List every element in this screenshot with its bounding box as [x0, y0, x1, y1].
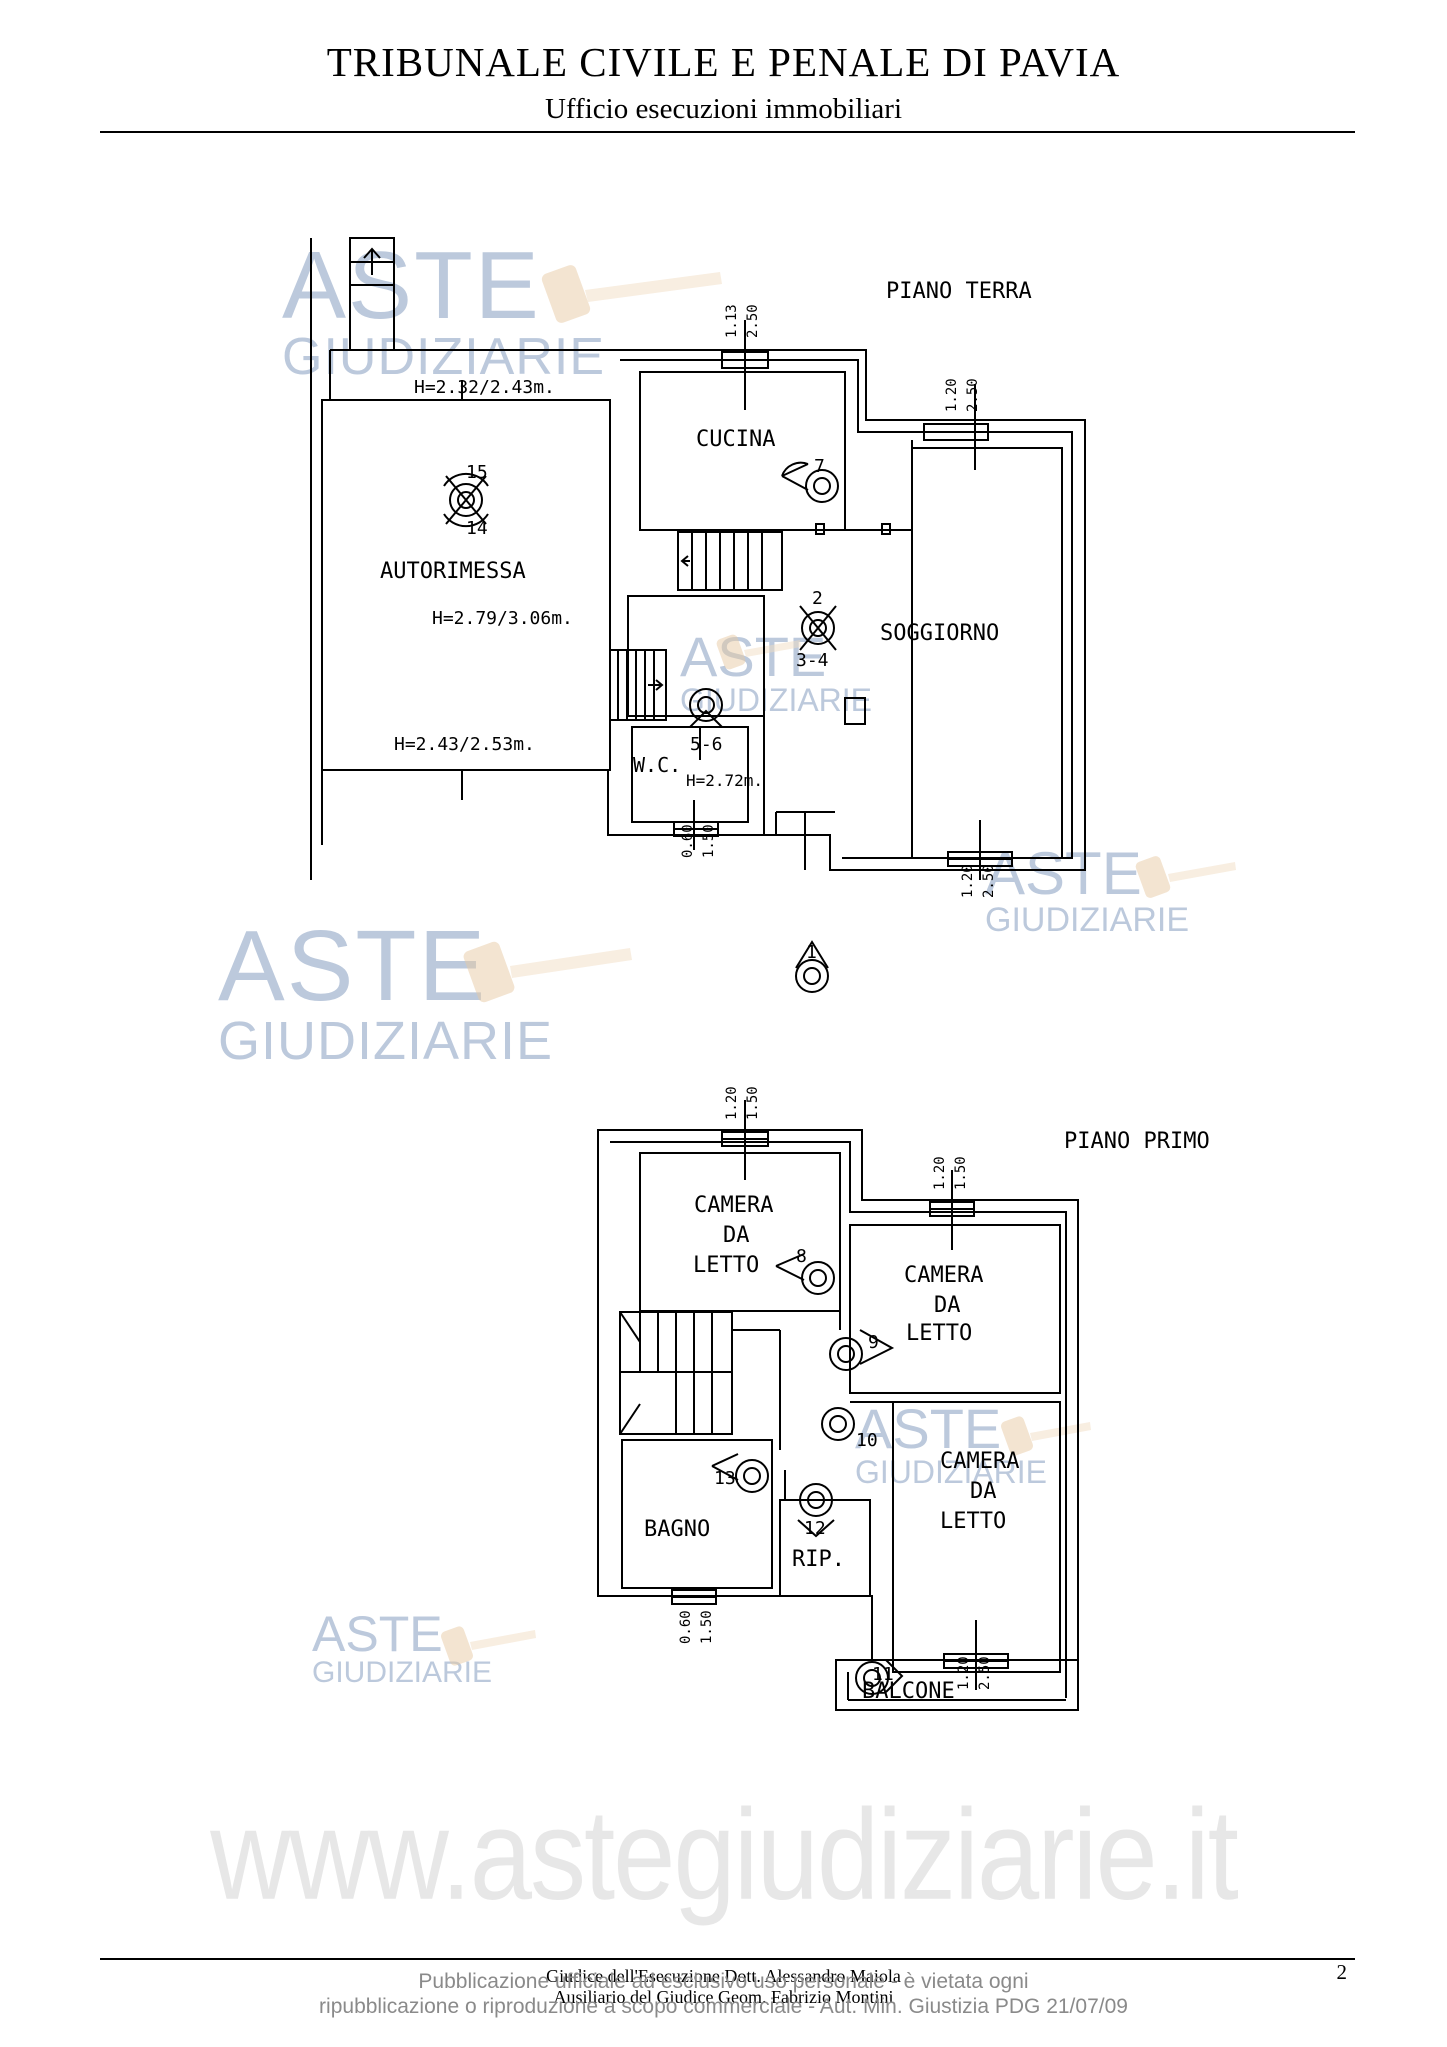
room-label-living: SOGGIORNO	[880, 621, 999, 646]
window-dim: 1.20	[944, 378, 960, 412]
watermark-brand-line1: ASTE	[282, 232, 541, 339]
photo-point-number: 10	[856, 1430, 878, 1451]
photo-point-number: 13	[714, 1468, 736, 1489]
room-label-wc: W.C.	[633, 753, 681, 777]
room-label-kitchen: CUCINA	[696, 427, 775, 452]
room-label-bedroom: CAMERA	[940, 1449, 1019, 1474]
photo-point-8	[775, 1253, 835, 1295]
height-note: H=2.32/2.43m.	[414, 377, 555, 398]
watermark-logo: ASTE GIUDIZIARIE	[282, 232, 606, 386]
photo-point-5-6	[689, 688, 723, 728]
room-label-bath: BAGNO	[644, 1517, 710, 1542]
watermark-brand-line2: GIUDIZIARIE	[282, 328, 606, 386]
ground-floor-photo-points	[443, 461, 839, 993]
page-number: 2	[1336, 1960, 1348, 1984]
room-label-bedroom: LETTO	[906, 1321, 972, 1346]
photo-point-number: 5-6	[690, 734, 723, 755]
room-label-balcony: BALCONE	[862, 1679, 955, 1704]
room-label-bedroom: DA	[934, 1293, 961, 1318]
watermark-brand-line1: ASTE	[218, 910, 488, 1022]
photo-point-7	[781, 461, 839, 503]
first-floor-labels: PIANO PRIMO CAMERA DA LETTO CAMERA DA LE…	[644, 1086, 1210, 1704]
room-label-bedroom: LETTO	[693, 1253, 759, 1278]
room-label-bedroom: DA	[970, 1479, 997, 1504]
footer-publication-notice: Pubblicazione ufficiale ad esclusivo uso…	[418, 1970, 1029, 1993]
height-note: H=2.79/3.06m.	[432, 608, 573, 629]
ground-floor-walls	[310, 237, 1086, 880]
ground-floor-label: PIANO TERRA	[886, 279, 1032, 304]
photo-point-2-3-4	[799, 605, 837, 651]
watermark-brand-line2: GIUDIZIARIE	[985, 901, 1190, 939]
window-dim: 0.60	[678, 1610, 694, 1644]
room-label-bedroom: LETTO	[940, 1509, 1006, 1534]
footer-rule	[100, 1958, 1355, 1960]
header-rule	[100, 131, 1355, 133]
watermark-logo: ASTE GIUDIZIARIE	[855, 1397, 1048, 1490]
document-title: TRIBUNALE CIVILE E PENALE DI PAVIA	[326, 39, 1121, 85]
window-dim: 1.50	[699, 1610, 715, 1644]
site-watermark: www.astegiudiziarie.it	[210, 1782, 1239, 1927]
window-dim: 1.20	[960, 864, 976, 898]
photo-point-number: 8	[796, 1246, 807, 1267]
photo-point-12	[797, 1483, 835, 1538]
photo-point-number: 2	[812, 588, 823, 609]
watermark-logo: ASTE GIUDIZIARIE	[985, 844, 1190, 939]
watermark-logo: ASTE GIUDIZIARIE	[312, 1606, 492, 1688]
window-dim: 2.50	[977, 1656, 993, 1690]
window-dim: 1.20	[956, 1656, 972, 1690]
watermark-brand-line2: GIUDIZIARIE	[218, 1011, 554, 1071]
photo-point-11	[855, 1659, 904, 1695]
window-dim: 2.50	[745, 304, 761, 338]
watermark-logo: ASTE GIUDIZIARIE	[680, 625, 872, 717]
room-label-storage: RIP.	[792, 1547, 845, 1572]
photo-point-number: 9	[868, 1332, 879, 1353]
ground-floor-labels: PIANO TERRA AUTORIMESSA CUCINA SOGGIORNO…	[380, 279, 1032, 963]
photo-point-number: 12	[804, 1518, 826, 1539]
watermark-brand-line2: GIUDIZIARIE	[855, 1454, 1048, 1490]
watermark-brand-line1: ASTE	[312, 1606, 443, 1662]
window-dim: 1.13	[724, 304, 740, 338]
photo-point-number: 11	[872, 1664, 894, 1685]
gavel-watermark-icon	[440, 265, 1236, 1666]
photo-point-1	[795, 940, 829, 993]
watermark-brand-line1: ASTE	[855, 1397, 1002, 1460]
photo-point-15-14	[443, 472, 489, 528]
footer-publication-notice: ripubblicazione o riproduzione a scopo c…	[319, 1995, 1128, 2018]
photo-point-9	[829, 1329, 895, 1371]
document-subtitle: Ufficio esecuzioni immobiliari	[544, 93, 903, 125]
watermark-brand-line1: ASTE	[680, 625, 827, 688]
window-dim: 1.20	[932, 1156, 948, 1190]
photo-point-number: 15	[466, 462, 488, 483]
first-floor-walls	[597, 1100, 1079, 1711]
window-dim: 0.60	[680, 824, 696, 858]
footer-judge: Giudice dell'Esecuzione Dott. Alessandro…	[546, 1966, 901, 1986]
window-dim: 1.50	[701, 824, 717, 858]
photo-point-number: 14	[466, 518, 488, 539]
first-floor-photo-points	[711, 1253, 904, 1695]
window-dim: 1.50	[953, 1156, 969, 1190]
window-dim: 1.20	[724, 1086, 740, 1120]
height-note: H=2.72m.	[686, 771, 763, 790]
window-dim: 1.50	[745, 1086, 761, 1120]
photo-point-10	[821, 1407, 855, 1441]
photo-point-13	[711, 1453, 769, 1493]
window-dim: 2.50	[981, 864, 997, 898]
photo-point-number: 3-4	[796, 650, 829, 671]
footer-auxiliary: Ausiliario del Giudice Geom. Fabrizio Mo…	[553, 1987, 894, 2007]
room-label-bedroom: DA	[723, 1223, 750, 1248]
watermark-logo: ASTE GIUDIZIARIE	[218, 910, 554, 1071]
height-note: H=2.43/2.53m.	[394, 734, 535, 755]
window-dim: 2.50	[965, 378, 981, 412]
room-label-bedroom: CAMERA	[694, 1193, 773, 1218]
room-label-garage: AUTORIMESSA	[380, 559, 526, 584]
photo-point-number: 1	[806, 942, 817, 963]
room-label-bedroom: CAMERA	[904, 1263, 983, 1288]
photo-point-number: 7	[814, 456, 825, 477]
first-floor-label: PIANO PRIMO	[1064, 1129, 1210, 1154]
